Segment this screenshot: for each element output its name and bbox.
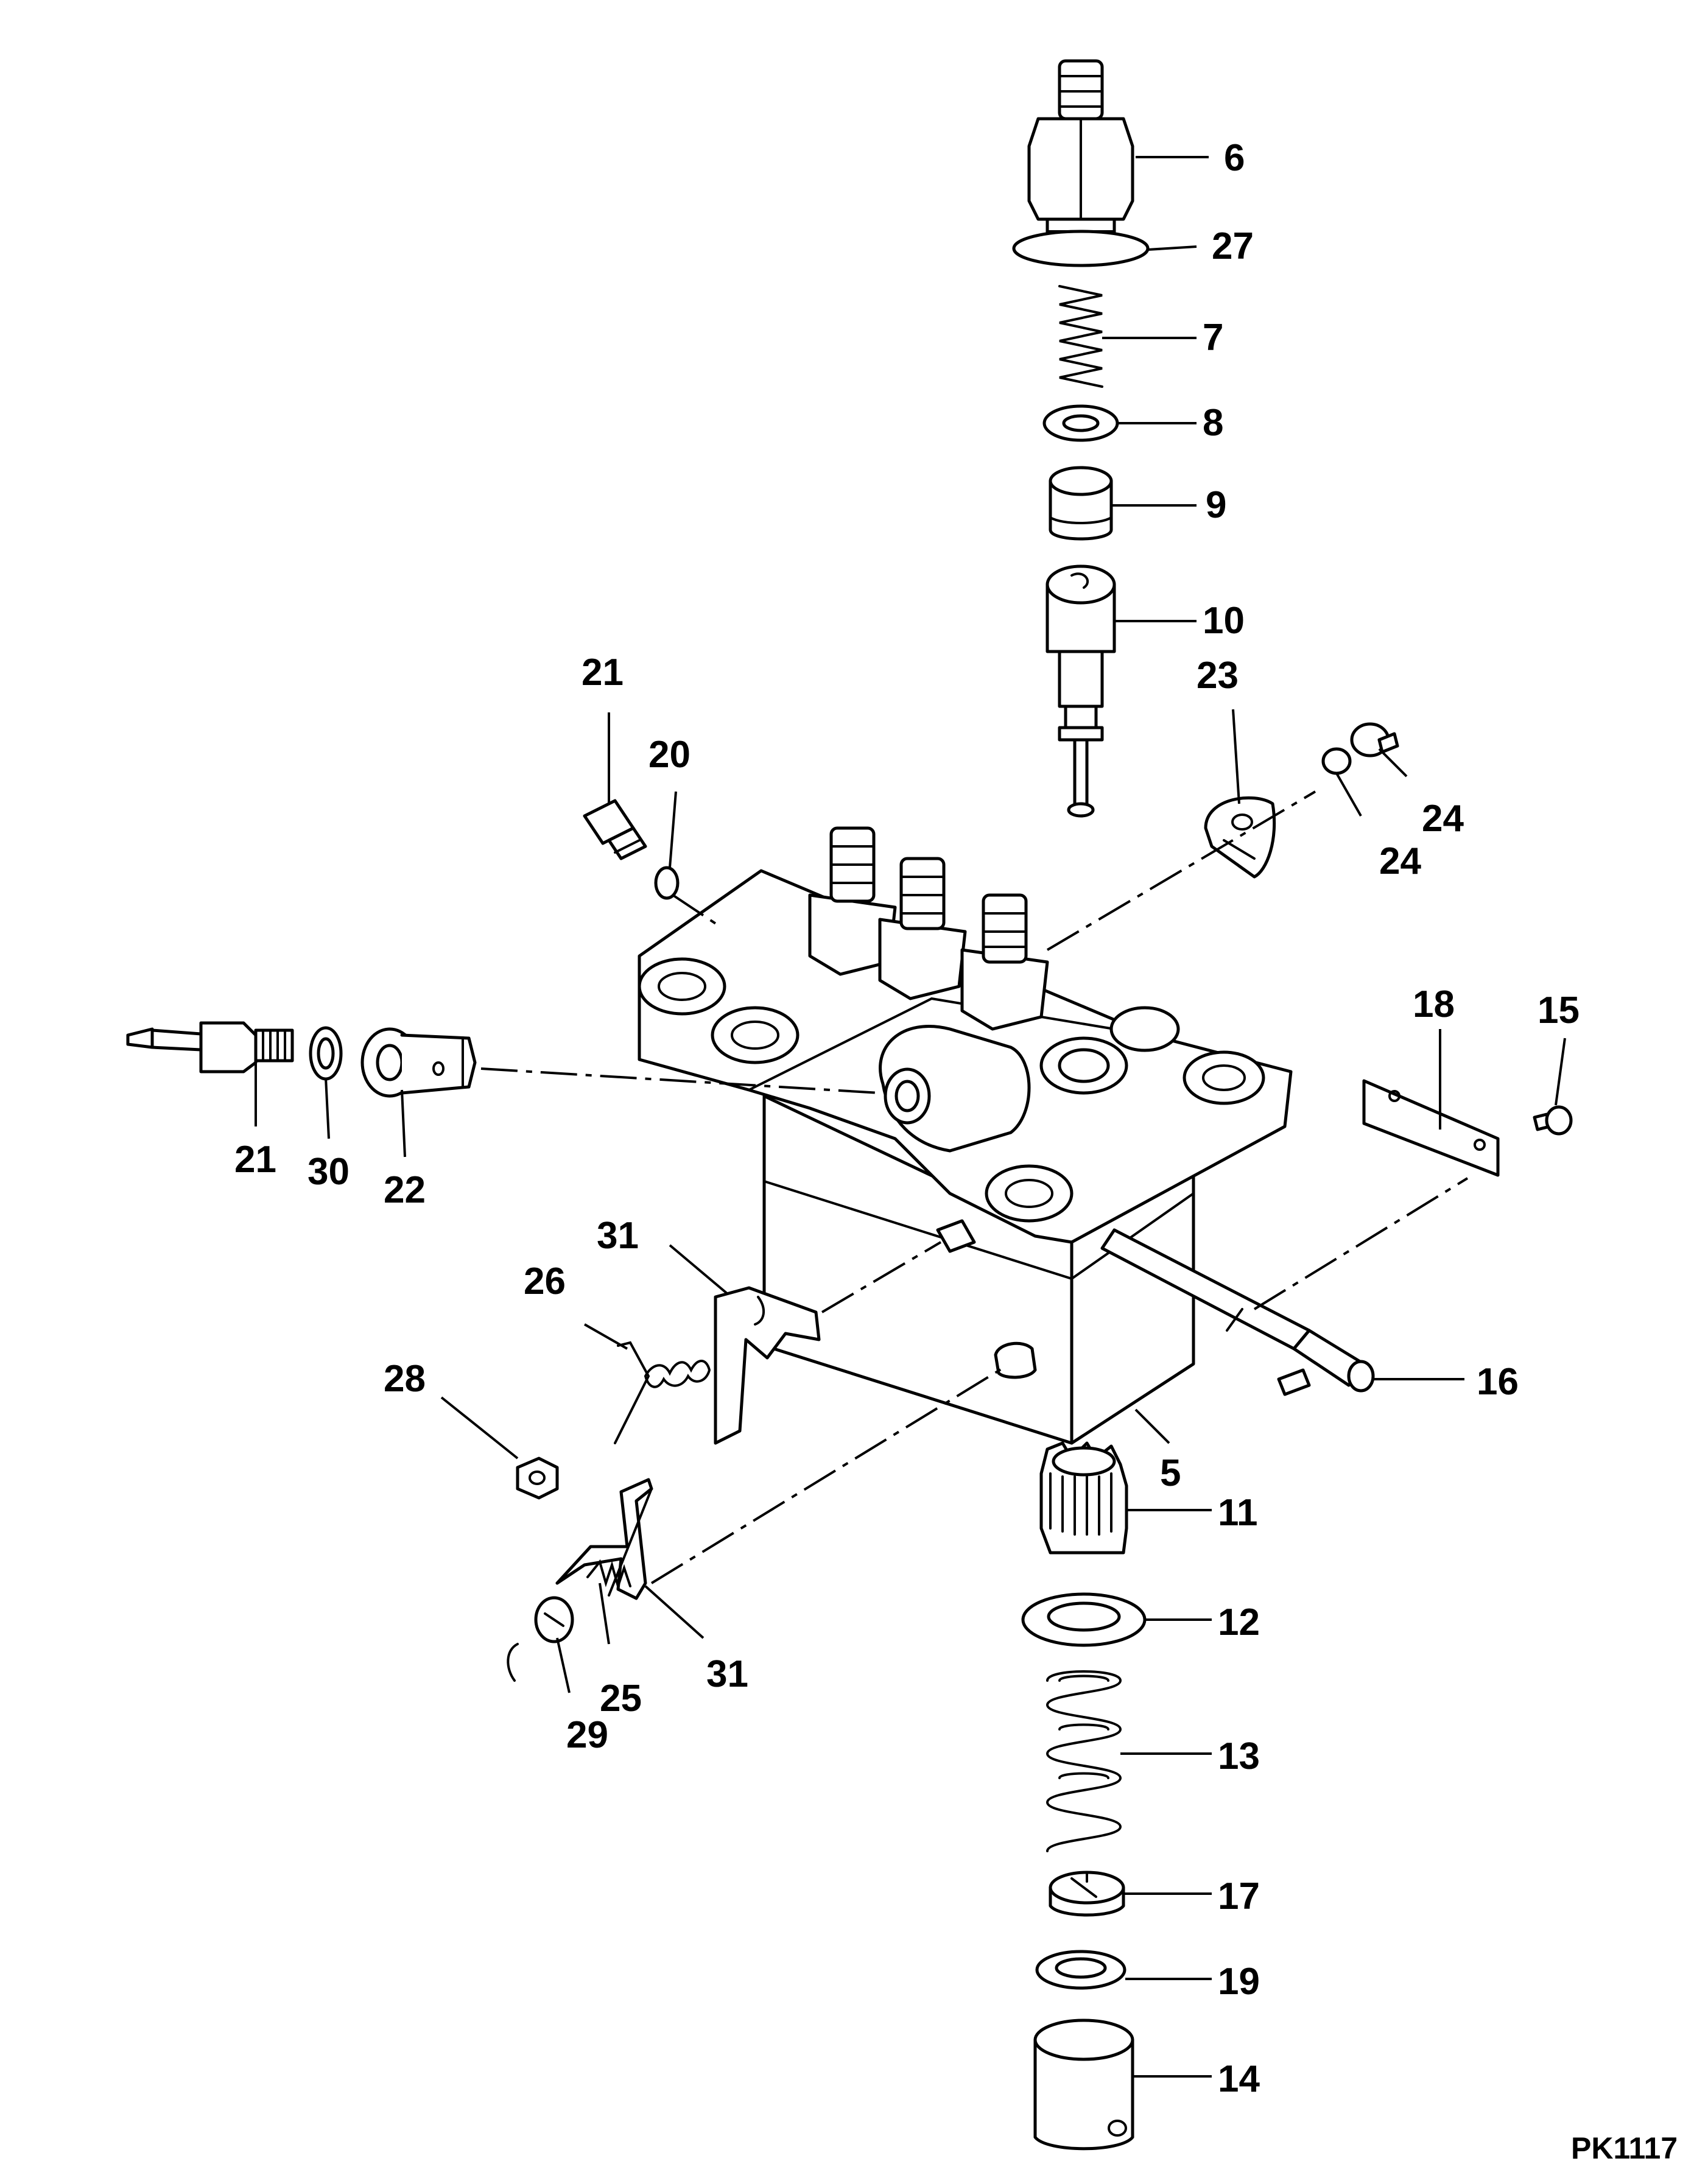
screw-24: [1321, 722, 1399, 775]
delivery-valve-holders: [808, 826, 1049, 1031]
banjo-22: [360, 1027, 477, 1098]
control-fork-31-upper: [714, 1286, 821, 1445]
callout-23: 23: [1197, 655, 1239, 697]
callout-11: 11: [1218, 1492, 1258, 1534]
callout-18: 18: [1413, 983, 1455, 1025]
callout-8: 8: [1203, 402, 1223, 444]
pinion-gear-11: [1039, 1441, 1128, 1555]
callout-27: 27: [1212, 225, 1254, 267]
callout-29: 29: [566, 1714, 608, 1756]
plate-18: [1362, 1079, 1500, 1177]
callouts: 6 27 7 8 9 10 21 20 23 24 24 18 15 21 30…: [234, 137, 1580, 2100]
callout-13: 13: [1218, 1735, 1260, 1777]
plunger-spring-13: [1046, 1670, 1122, 1852]
callout-17: 17: [1218, 1875, 1260, 1917]
spring-seat-17: [1049, 1871, 1125, 1917]
spring-25: [586, 1559, 631, 1590]
callout-10: 10: [1203, 600, 1245, 642]
shim-19: [1035, 1950, 1126, 1990]
callout-25: 25: [600, 1678, 642, 1720]
callout-26: 26: [524, 1260, 566, 1302]
callout-15: 15: [1538, 989, 1580, 1031]
control-rod-16: [1100, 1228, 1375, 1396]
torsion-spring-26: [614, 1341, 711, 1444]
bleed-screw-21-top: [583, 799, 647, 860]
leader-lines: [255, 156, 1566, 2078]
assembly-lines: [480, 790, 1469, 1584]
washer-30: [309, 1026, 343, 1081]
washer-8: [1042, 404, 1119, 442]
screw-15: [1533, 1105, 1573, 1136]
callout-20: 20: [648, 734, 691, 776]
callout-14: 14: [1218, 2058, 1260, 2100]
callout-7: 7: [1203, 317, 1223, 359]
valve-spring-7: [1058, 285, 1103, 388]
pump-housing: [638, 869, 1293, 1445]
callout-9: 9: [1206, 484, 1226, 526]
washer-20: [654, 866, 680, 900]
spring-seat-29: [507, 1596, 574, 1682]
callout-24-b: 24: [1379, 840, 1421, 882]
callout-21-left: 21: [234, 1139, 276, 1181]
reference-code: PK1117: [1571, 2131, 1678, 2165]
callout-6: 6: [1224, 137, 1245, 179]
cover-plate-23: [1204, 796, 1276, 879]
callout-30: 30: [308, 1151, 350, 1193]
callout-5: 5: [1160, 1452, 1181, 1494]
callout-21-top: 21: [582, 652, 624, 694]
callout-19: 19: [1218, 1961, 1260, 2003]
nut-28: [516, 1456, 559, 1500]
callout-24-a: 24: [1422, 798, 1464, 840]
callout-16: 16: [1477, 1361, 1519, 1403]
delivery-valve-9: [1049, 466, 1113, 541]
tappet-14: [1033, 2019, 1134, 2151]
plunger-barrel-10: [1046, 564, 1116, 818]
spring-seat-12: [1021, 1592, 1147, 1647]
callout-31-lower: 31: [706, 1653, 748, 1695]
callout-12: 12: [1218, 1601, 1260, 1643]
callout-31-upper: 31: [597, 1215, 639, 1257]
banjo-bolt-21: [126, 1021, 294, 1073]
callout-22: 22: [384, 1169, 426, 1211]
delivery-valve-holder-6: [1012, 59, 1150, 267]
callout-28: 28: [384, 1358, 426, 1400]
